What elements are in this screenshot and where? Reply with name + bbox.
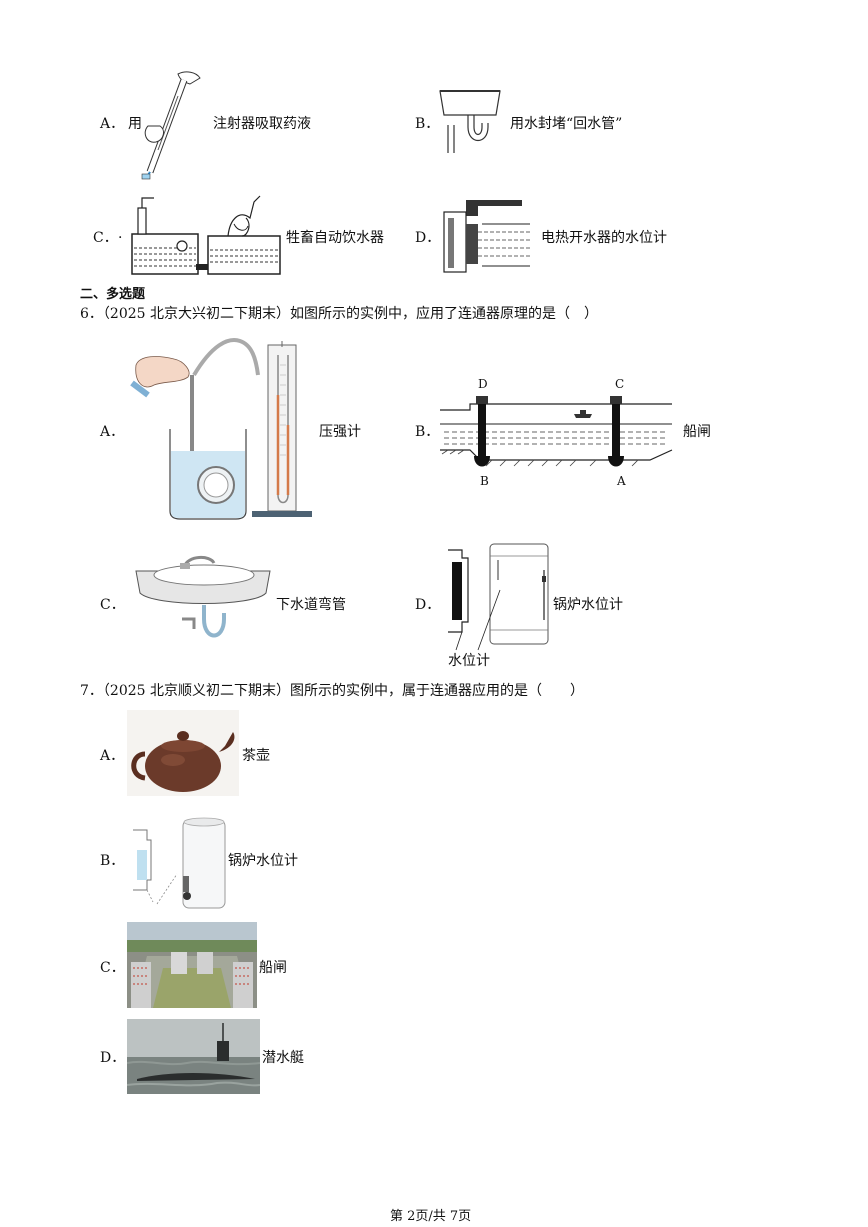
q7-option-b-text: 锅炉水位计 — [228, 853, 298, 869]
section-title: 二、多选题 — [80, 287, 146, 302]
q6-option-c-letter: C． — [100, 597, 125, 613]
boiler-photo — [127, 814, 227, 910]
q7-option-d-text: 潜水艇 — [262, 1050, 304, 1066]
q5-option-a-text: 注射器吸取药液 — [213, 116, 311, 132]
q7-option-c-letter: C． — [100, 960, 125, 976]
q6-stem: 6．（2025 北京大兴初二下期末）如图所示的实例中，应用了连通器原理的是（ ） — [80, 306, 598, 322]
q5-option-b-text: 用水封堵“回水管” — [510, 116, 623, 132]
ship-lock-label-b: B — [480, 474, 489, 488]
q5-option-d-text: 电热开水器的水位计 — [541, 230, 667, 246]
ship-lock-photo — [127, 922, 257, 1008]
q5-option-b-letter: B． — [415, 116, 440, 132]
q6-option-a-text: 压强计 — [319, 424, 361, 440]
q5-option-a-letter: A． — [100, 116, 125, 132]
q5-option-c-letter: C． — [93, 230, 118, 246]
ship-lock-label-c: C — [615, 377, 625, 391]
sink-drain-figure — [134, 549, 274, 649]
q7-option-d-letter: D． — [100, 1050, 126, 1066]
q5-option-c-dot: · — [118, 230, 123, 246]
q6-option-b-text: 船闸 — [683, 424, 711, 440]
q7-option-c-text: 船闸 — [259, 960, 287, 976]
q5-option-d-letter: D． — [415, 230, 441, 246]
q7-stem: 7．（2025 北京顺义初二下期末）图所示的实例中，属于连通器应用的是（ ） — [80, 683, 584, 699]
ship-lock-figure — [440, 374, 673, 486]
water-heater-gauge-figure — [436, 194, 532, 276]
submarine-photo — [127, 1019, 260, 1094]
syringe-hand-figure — [138, 68, 208, 180]
pressure-gauge-figure — [128, 335, 316, 521]
q5-option-a-pre: 用 — [128, 116, 142, 132]
q5-option-c-text: 牲畜自动饮水器 — [286, 230, 384, 246]
q6-option-d-text: 锅炉水位计 — [553, 597, 623, 613]
sink-trap-figure — [438, 87, 504, 155]
livestock-waterer-figure — [128, 188, 283, 280]
q6-option-c-text: 下水道弯管 — [276, 597, 346, 613]
ship-lock-label-d: D — [478, 377, 488, 391]
q7-option-b-letter: B． — [100, 853, 125, 869]
boiler-gauge-sub-label: 水位计 — [448, 653, 490, 669]
page-footer: 第 2页/共 7页 — [390, 1209, 472, 1224]
q6-option-b-letter: B． — [415, 424, 440, 440]
teapot-photo — [127, 710, 239, 796]
boiler-gauge-figure — [438, 540, 558, 651]
q7-option-a-text: 茶壶 — [242, 748, 270, 764]
q6-option-a-letter: A． — [100, 424, 125, 440]
ship-lock-label-a: A — [617, 474, 626, 488]
q6-option-d-letter: D． — [415, 597, 441, 613]
q7-option-a-letter: A． — [100, 748, 125, 764]
